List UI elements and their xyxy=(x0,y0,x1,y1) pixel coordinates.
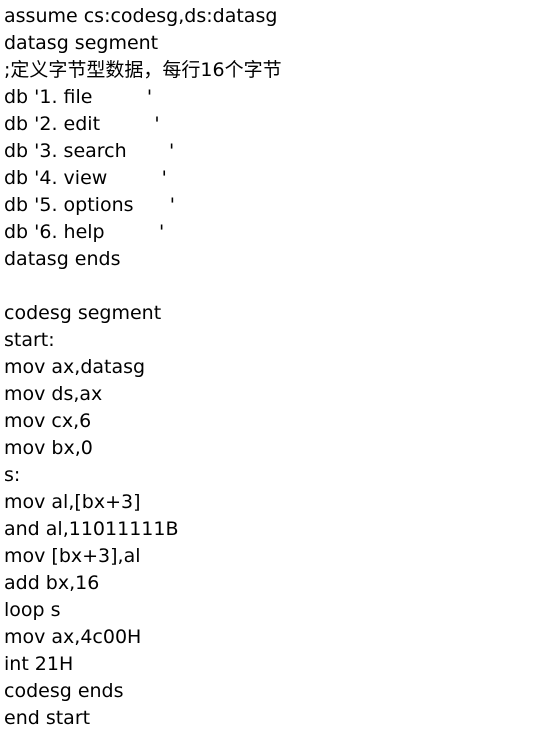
code-line: db '1. file ' xyxy=(4,86,153,108)
code-line: mov ax,datasg xyxy=(4,356,146,378)
code-label: start: xyxy=(4,329,55,351)
code-line: db '6. help ' xyxy=(4,221,165,243)
code-line: mov cx,6 xyxy=(4,410,92,432)
code-line: loop s xyxy=(4,599,61,621)
code-line: mov bx,0 xyxy=(4,437,93,459)
code-line: datasg ends xyxy=(4,248,121,270)
code-line: mov [bx+3],al xyxy=(4,545,141,567)
code-line: mov al,[bx+3] xyxy=(4,491,141,513)
code-line: int 21H xyxy=(4,653,74,675)
code-line: codesg ends xyxy=(4,680,124,702)
code-line: add bx,16 xyxy=(4,572,100,594)
code-line: codesg segment xyxy=(4,302,162,324)
code-label: s: xyxy=(4,464,21,486)
code-line: db '2. edit ' xyxy=(4,113,160,135)
code-line: mov ds,ax xyxy=(4,383,103,405)
blank-line xyxy=(4,273,544,300)
code-line: db '4. view ' xyxy=(4,167,167,189)
code-line: db '5. options ' xyxy=(4,194,175,216)
code-line: db '3. search ' xyxy=(4,140,175,162)
code-listing: assume cs:codesg,ds:datasg datasg segmen… xyxy=(4,3,544,732)
code-line: assume cs:codesg,ds:datasg xyxy=(4,5,278,27)
code-line: datasg segment xyxy=(4,32,159,54)
code-line: and al,11011111B xyxy=(4,518,179,540)
code-line: mov ax,4c00H xyxy=(4,626,142,648)
code-comment: ;定义字节型数据，每行16个字节 xyxy=(4,59,282,81)
code-line: end start xyxy=(4,707,91,729)
